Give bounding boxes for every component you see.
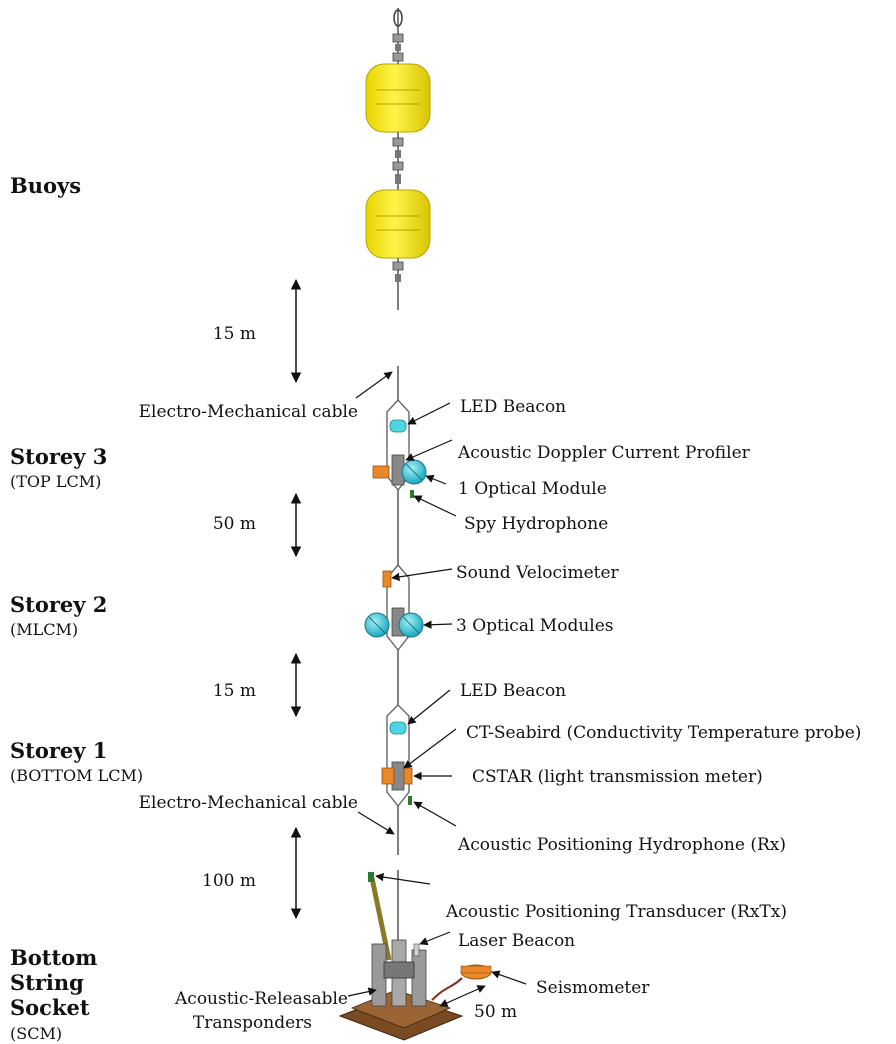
label-transponders-line2: Transponders <box>193 1013 312 1033</box>
ap-hydrophone-icon <box>408 796 412 805</box>
label-sound-velocimeter: Sound Velocimeter <box>456 563 620 583</box>
section-storey-2-sub: (MLCM) <box>10 620 78 639</box>
cstar-icon <box>381 767 395 785</box>
label-spy-hydrophone: Spy Hydrophone <box>464 514 608 534</box>
spy-hydrophone-icon <box>410 490 414 498</box>
storey-2-frame <box>364 535 424 680</box>
led-beacon-bottom-icon <box>389 721 407 735</box>
section-socket-line1: Bottom <box>10 945 97 970</box>
label-laser-beacon: Laser Beacon <box>458 931 575 951</box>
leader-om3 <box>423 620 453 629</box>
label-ap-transducer: Acoustic Positioning Transducer (RxTx) <box>445 902 787 922</box>
section-socket-sub: (SCM) <box>10 1024 62 1043</box>
leader-sound-velocimeter <box>391 568 453 582</box>
leader-adcp <box>405 439 453 461</box>
storey-3-orange-icon <box>372 465 390 479</box>
distance-label-2: 50 m <box>213 514 256 534</box>
label-seismometer: Seismometer <box>536 978 650 998</box>
laser-beacon-icon <box>413 943 420 957</box>
buoy-upper <box>365 63 431 133</box>
buoy-assembly <box>365 8 431 310</box>
section-storey-3: Storey 3 <box>10 444 107 469</box>
ap-transducer-icon <box>368 872 374 882</box>
label-ap-hydrophone: Acoustic Positioning Hydrophone (Rx) <box>457 835 786 855</box>
leader-em-cable-top <box>355 371 393 399</box>
section-socket-line3: Socket <box>10 995 90 1020</box>
label-em-cable-bottom: Electro-Mechanical cable <box>139 793 358 813</box>
label-adcp: Acoustic Doppler Current Profiler <box>457 443 751 463</box>
label-cstar: CSTAR (light transmission meter) <box>472 767 763 787</box>
label-em-cable-top: Electro-Mechanical cable <box>139 402 358 422</box>
section-buoys: Buoys <box>10 173 81 198</box>
distance-label-5: 50 m <box>474 1002 517 1022</box>
leader-led-beacon-bottom <box>407 689 451 725</box>
distance-label-1: 15 m <box>213 324 256 344</box>
label-transponders-line1: Acoustic-Releasable <box>174 989 348 1009</box>
top-shackle-icon <box>393 9 403 27</box>
label-led-beacon-bottom: LED Beacon <box>460 681 566 701</box>
leader-seismometer <box>491 970 527 985</box>
section-socket-line2: String <box>10 970 84 995</box>
leader-transponders <box>347 987 377 997</box>
buoy-lower <box>365 189 431 259</box>
leader-laser-beacon <box>419 931 451 946</box>
label-led-beacon-top: LED Beacon <box>460 397 566 417</box>
section-storey-1-sub: (BOTTOM LCM) <box>10 766 143 785</box>
leader-ap-transducer <box>375 872 431 885</box>
distance-arrow-5 <box>439 985 486 1007</box>
distance-label-4: 100 m <box>202 871 256 891</box>
section-storey-2: Storey 2 <box>10 592 107 617</box>
bottom-socket <box>338 870 492 1041</box>
distance-label-3: 15 m <box>213 681 256 701</box>
leader-ct-seabird <box>403 728 457 769</box>
leader-om1 <box>425 474 447 485</box>
label-om1: 1 Optical Module <box>458 479 607 499</box>
section-storey-3-sub: (TOP LCM) <box>10 472 101 491</box>
label-om3: 3 Optical Modules <box>456 616 614 636</box>
label-ct-seabird: CT-Seabird (Conductivity Temperature pro… <box>466 723 861 743</box>
leader-led-beacon-top <box>407 402 451 425</box>
leader-ap-hydrophone <box>413 801 457 827</box>
leader-spy-hydrophone <box>413 495 457 517</box>
section-storey-1: Storey 1 <box>10 738 107 763</box>
storey-3-frame <box>372 366 427 535</box>
sound-velocimeter-icon <box>382 570 392 588</box>
leader-em-cable-bottom <box>357 811 395 835</box>
led-beacon-top-icon <box>389 419 407 433</box>
